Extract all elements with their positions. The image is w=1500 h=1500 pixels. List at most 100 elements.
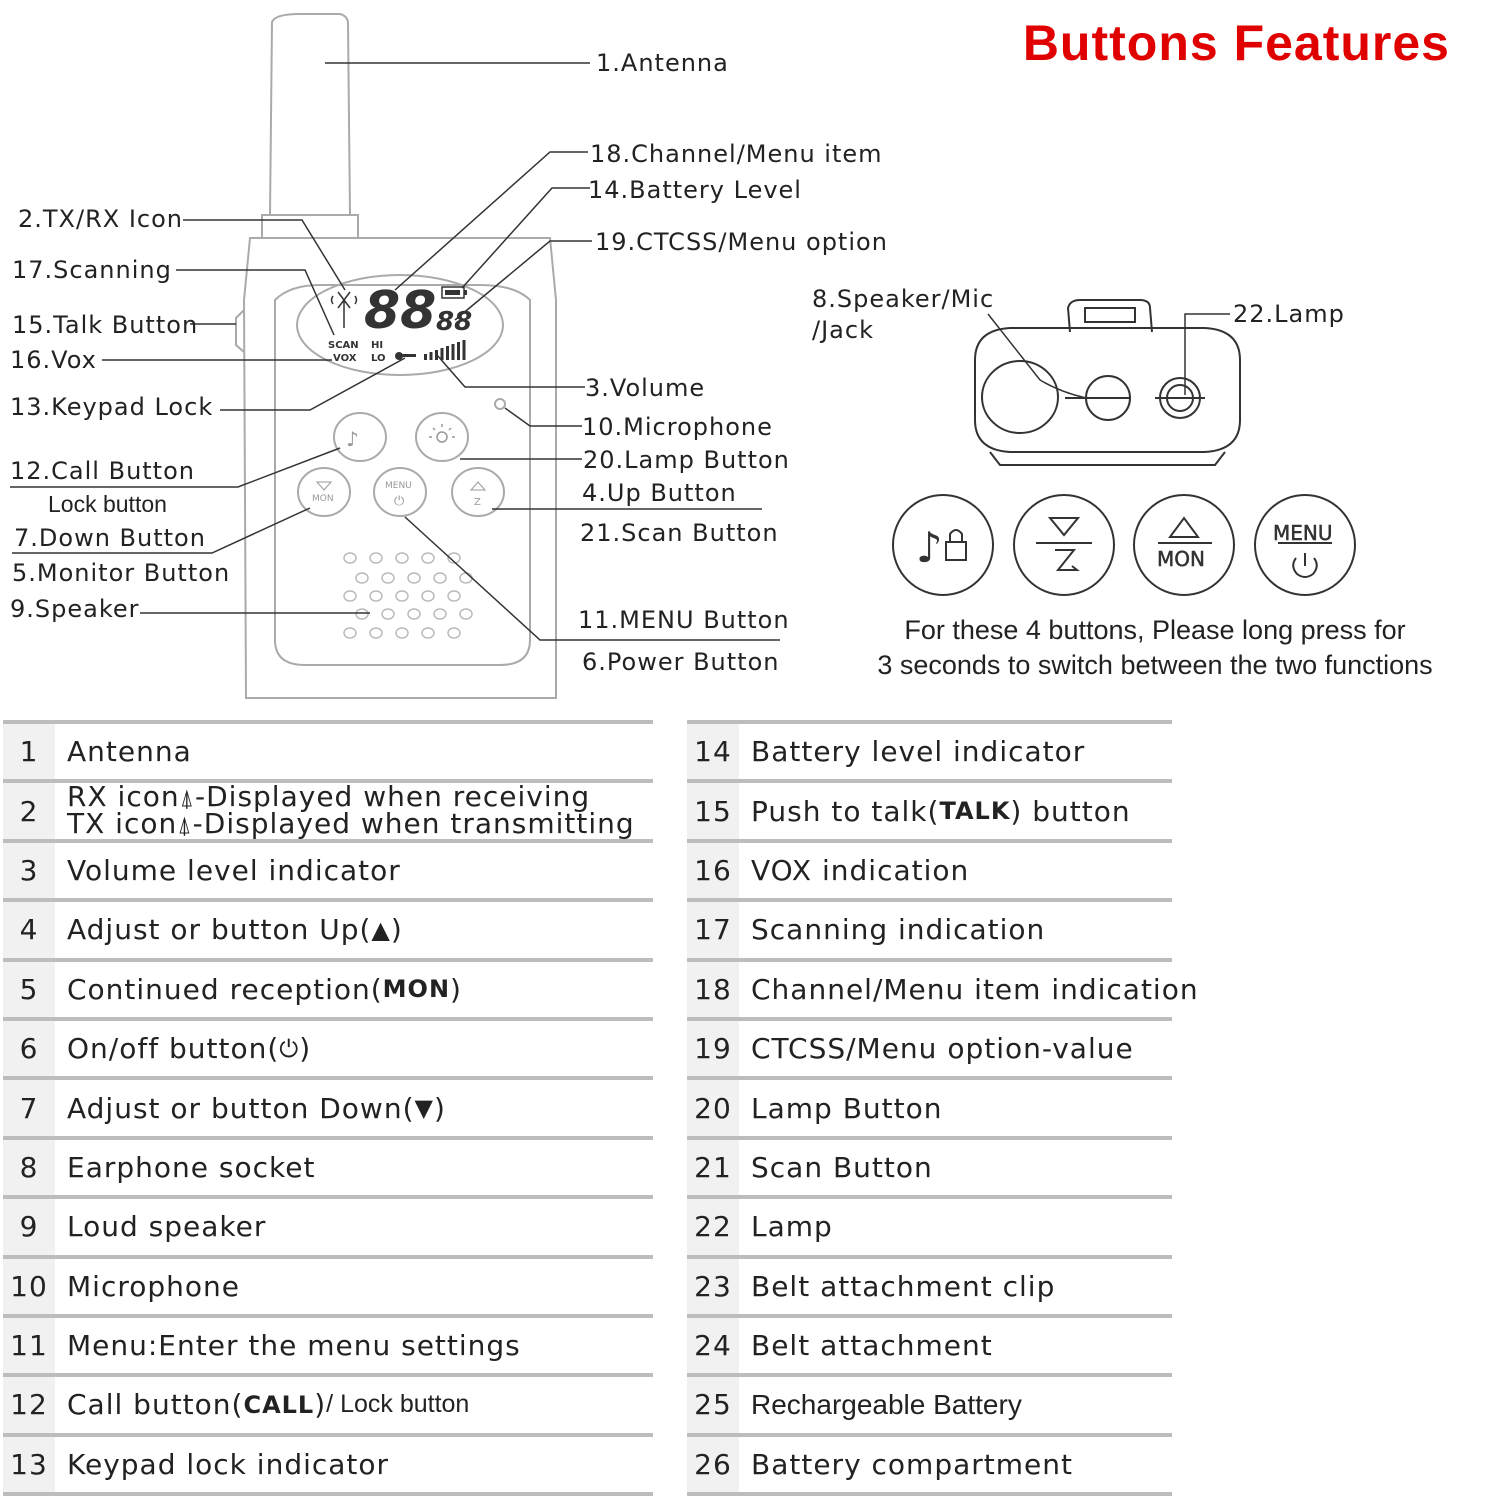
speaker-grill xyxy=(343,552,473,639)
row-description: Call button(CALL) / Lock button xyxy=(67,1377,469,1432)
label-lock: Lock button xyxy=(48,491,167,517)
bold-keyword: MON xyxy=(382,975,451,1004)
speaker-hole xyxy=(343,552,357,564)
row-text: Loud speaker xyxy=(67,1210,267,1244)
row-text: Adjust or button Down( xyxy=(67,1091,415,1125)
row-text: Belt attachment xyxy=(751,1329,993,1363)
up-small-triangle xyxy=(469,481,487,491)
note-lock-icon: ♪ xyxy=(346,427,359,451)
call-lock-feature-button xyxy=(892,494,994,596)
row-text: Belt attachment clip xyxy=(751,1269,1056,1303)
row-description: Lamp xyxy=(751,1199,833,1254)
row-number: 26 xyxy=(687,1436,739,1493)
label-antenna: 1.Antenna xyxy=(596,49,729,77)
label-call: 12.Call Button xyxy=(10,457,195,485)
volume-bar xyxy=(424,354,427,360)
row-text: Volume level indicator xyxy=(67,853,401,887)
row-text: ) xyxy=(390,913,403,947)
label-lamp-button: 20.Lamp Button xyxy=(583,446,790,474)
row-description: Scanning indication xyxy=(751,902,1045,957)
row-text: Rechargeable Battery xyxy=(751,1388,1022,1420)
up-mon-feature-button xyxy=(1133,494,1235,596)
speaker-hole xyxy=(447,552,461,564)
bold-keyword: CALL xyxy=(243,1390,315,1419)
volume-bar xyxy=(451,344,455,360)
row-number: 13 xyxy=(3,1436,55,1493)
row-text: Battery level indicator xyxy=(751,735,1086,769)
label-menu: 11.MENU Button xyxy=(578,606,790,634)
row-description: Continued reception(MON) xyxy=(67,962,462,1017)
long-press-note: For these 4 buttons, Please long press f… xyxy=(850,613,1460,683)
row-number: 16 xyxy=(687,842,739,899)
row-text: On/off button( xyxy=(67,1032,280,1066)
label-microphone: 10.Microphone xyxy=(582,413,773,441)
row-description: On/off button(⏻) xyxy=(67,1021,311,1076)
row-text: Call button( xyxy=(67,1388,244,1422)
speaker-hole xyxy=(421,552,435,564)
volume-bar xyxy=(429,352,433,360)
label-ctcss: 19.CTCSS/Menu option xyxy=(595,228,888,256)
speaker-hole xyxy=(381,608,395,620)
row-text: ) button xyxy=(1010,794,1131,828)
row-text: Scan Button xyxy=(751,1150,933,1184)
speaker-hole xyxy=(447,590,461,602)
speaker-hole xyxy=(343,590,357,602)
music-note-icon: ♪ xyxy=(916,523,943,572)
row-number: 6 xyxy=(3,1020,55,1077)
label-lamp: 22.Lamp xyxy=(1233,300,1345,328)
lcd-hi: HI xyxy=(371,340,383,351)
row-number: 19 xyxy=(687,1020,739,1077)
row-number: 8 xyxy=(3,1139,55,1196)
row-number: 7 xyxy=(3,1080,55,1136)
row-text: Continued reception( xyxy=(67,972,383,1006)
table-row: 26 Battery compartment xyxy=(687,1432,1172,1497)
menu-feature-text: MENU xyxy=(1273,521,1333,545)
row-text: Battery compartment xyxy=(751,1447,1073,1481)
speaker-hole xyxy=(459,608,473,620)
volume-bars-icon xyxy=(424,340,466,360)
speaker-hole xyxy=(395,552,409,564)
lcd-small-digits: 88 xyxy=(436,307,472,337)
row-text: Menu:Enter the menu settings xyxy=(67,1329,521,1363)
row-text: ) xyxy=(433,1091,446,1125)
row-text: ) xyxy=(314,1388,327,1422)
row-description: Loud speaker xyxy=(67,1199,266,1254)
bold-keyword: TALK xyxy=(939,797,1011,826)
row-number: 24 xyxy=(687,1317,739,1374)
down-triangle-icon: ▼ xyxy=(414,1094,434,1123)
label-power: 6.Power Button xyxy=(582,648,779,676)
row-description: Belt attachment clip xyxy=(751,1259,1055,1314)
earphone-jack-shape xyxy=(981,360,1059,434)
label-monitor: 5.Monitor Button xyxy=(12,559,230,587)
row-line: RX icon⍋-Displayed when receiving xyxy=(67,783,590,811)
speaker-hole xyxy=(369,552,383,564)
row-description: Earphone socket xyxy=(67,1140,315,1195)
z-small-text: Z xyxy=(474,497,481,508)
label-speaker: 9.Speaker xyxy=(10,595,140,623)
row-text: Channel/Menu item indication xyxy=(751,972,1199,1006)
row-description: Antenna xyxy=(67,724,192,779)
speaker-hole xyxy=(421,590,435,602)
menu-power-feature-button xyxy=(1254,494,1356,596)
volume-bar xyxy=(446,346,449,360)
mon-feature-text: MON xyxy=(1157,547,1205,571)
row-description: Battery compartment xyxy=(751,1437,1073,1492)
antenna-shape xyxy=(268,13,352,216)
radio-face xyxy=(274,284,531,666)
speaker-hole xyxy=(355,572,369,584)
row-text: -Displayed when receiving xyxy=(195,780,591,814)
row-description: Adjust or button Down(▼) xyxy=(67,1080,446,1135)
